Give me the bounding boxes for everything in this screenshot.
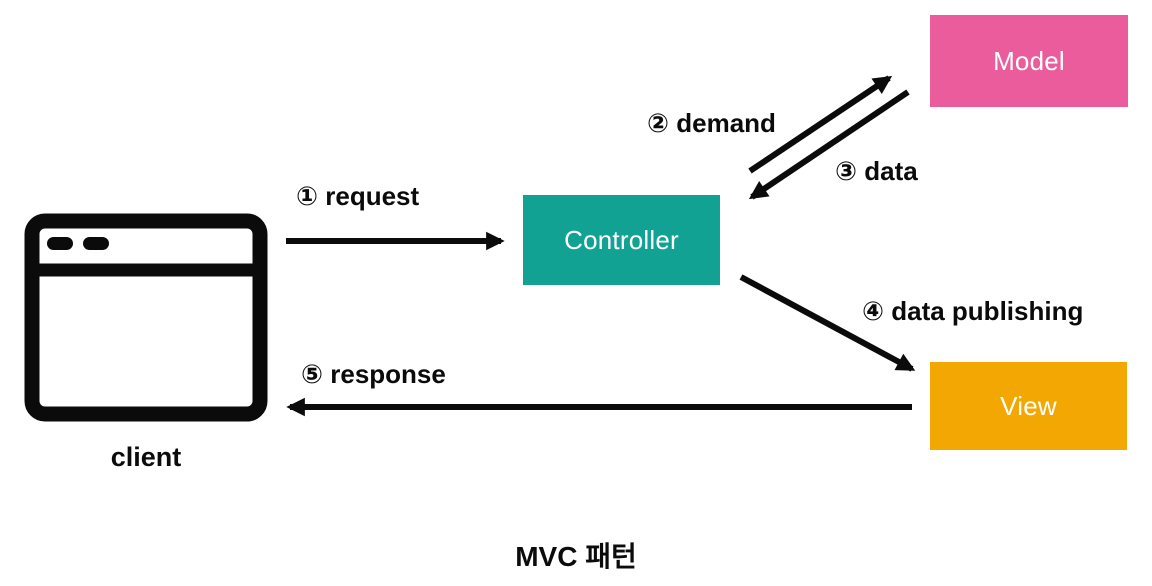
response-edge-label: ⑤ response <box>301 359 446 389</box>
demand-edge-label: ② demand <box>647 108 776 138</box>
browser-window-icon <box>24 213 268 422</box>
view-node-label: View <box>1000 390 1057 421</box>
request-edge-label: ① request <box>296 181 420 211</box>
browser-button-dot <box>83 237 109 250</box>
model-node: Model <box>930 15 1128 107</box>
browser-button-dot <box>47 237 73 250</box>
diagram-title: MVC 패턴 <box>515 541 637 572</box>
client-node-label: client <box>110 442 182 472</box>
view-node: View <box>930 362 1127 450</box>
controller-node: Controller <box>523 195 720 285</box>
data-publishing-edge-label: ④ data publishing <box>862 296 1084 326</box>
model-node-label: Model <box>993 45 1065 76</box>
controller-node-label: Controller <box>564 224 679 255</box>
data-edge-label: ③ data <box>835 156 918 186</box>
